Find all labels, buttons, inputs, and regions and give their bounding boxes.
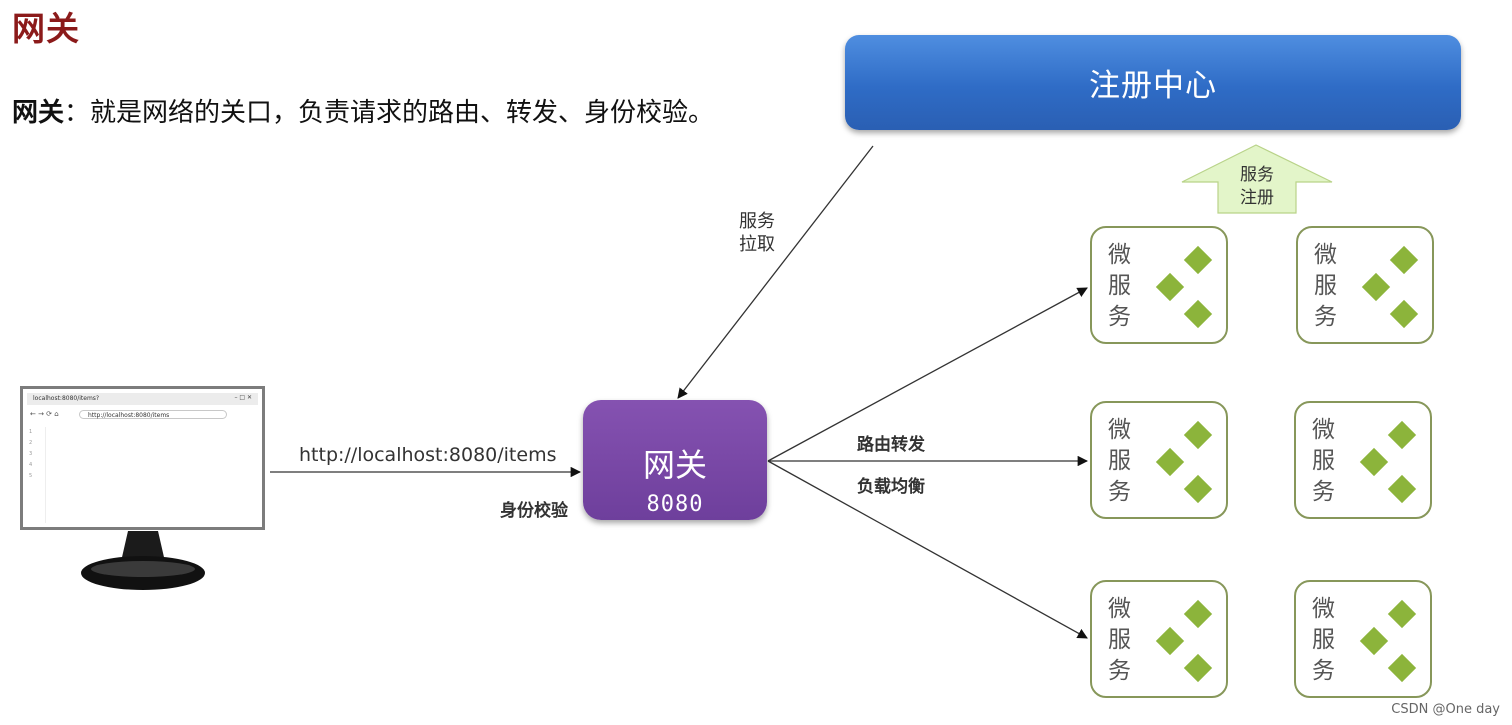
diamond-icon [1155,447,1185,477]
diamond-icon [1155,272,1185,302]
browser-toolbar: ← → ⟳ ⌂ http://localhost:8080/items [27,409,258,421]
gateway-definition: 网关：就是网络的关口，负责请求的路由、转发、身份校验。 [12,92,714,129]
microservice-label: 微服务 [1108,596,1131,684]
request-url: http://localhost:8080/items [299,444,557,466]
register-arrow-shape [1181,144,1333,214]
diamond-icon [1389,245,1419,275]
definition-text: ：就是网络的关口，负责请求的路由、转发、身份校验。 [64,98,715,128]
diamond-icon [1183,599,1213,629]
diamond-icon [1387,653,1417,683]
diamond-icon [1359,626,1389,656]
pull-label: 服务 拉取 [739,211,775,255]
diamond-icon [1387,599,1417,629]
route-arrow-top [767,287,1088,462]
microservice-box: 微服务 [1296,226,1434,344]
microservice-box: 微服务 [1090,401,1228,519]
microservice-box: 微服务 [1090,580,1228,698]
registry-label: 注册中心 [1089,68,1217,104]
microservice-label: 微服务 [1314,242,1337,330]
microservice-label: 微服务 [1108,417,1131,505]
microservice-label: 微服务 [1312,596,1335,684]
diamond-icon [1183,420,1213,450]
diamond-icon [1387,420,1417,450]
monitor-screen: localhost:8080/items? – □ ✕ ← → ⟳ ⌂ http… [20,386,265,530]
microservice-label: 微服务 [1312,417,1335,505]
diamond-icon [1361,272,1391,302]
registry-center: 注册中心 [845,35,1461,130]
diamond-icon [1155,626,1185,656]
register-label: 服务 注册 [1240,165,1274,208]
slide-title: 网关 [12,9,80,48]
nav-buttons-icon: ← → ⟳ ⌂ [30,410,59,418]
browser-address-bar: http://localhost:8080/items [79,410,227,419]
window-controls-icon: – □ ✕ [234,394,252,401]
gateway-port: 8080 [646,492,704,517]
browser-tab-bar: localhost:8080/items? – □ ✕ [27,393,258,405]
diamond-icon [1183,245,1213,275]
diamond-icon [1359,447,1389,477]
browser-tab: localhost:8080/items? [33,395,100,402]
routing-label: 路由转发 [857,435,925,455]
diamond-icon [1183,474,1213,504]
route-arrow-bottom [767,460,1088,639]
gateway-name: 网关 [642,446,707,484]
load-balance-label: 负载均衡 [857,477,925,497]
gateway-box: 网关 8080 [583,400,767,520]
diamond-icon [1389,299,1419,329]
microservice-label: 微服务 [1108,242,1131,330]
diamond-icon [1183,653,1213,683]
microservice-box: 微服务 [1090,226,1228,344]
auth-label: 身份校验 [500,501,568,521]
microservice-box: 微服务 [1294,401,1432,519]
diamond-icon [1387,474,1417,504]
microservice-box: 微服务 [1294,580,1432,698]
definition-term: 网关 [12,98,65,128]
watermark: CSDN @One day [1391,702,1500,717]
line-numbers: 1 2 3 4 5 [29,427,46,523]
diamond-icon [1183,299,1213,329]
pull-arrow [677,145,874,399]
